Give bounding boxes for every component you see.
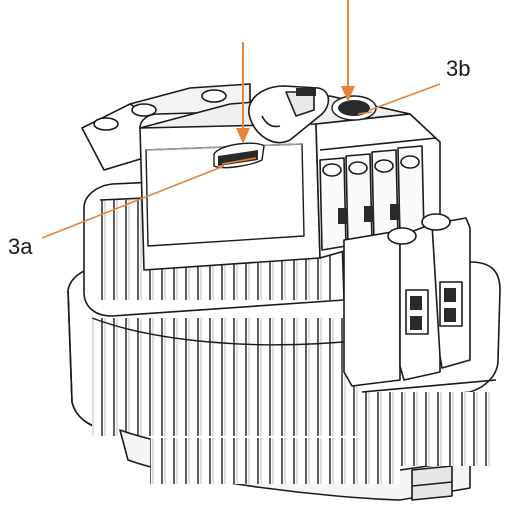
callout-label-3b: 3b [446,56,471,81]
leader-line-3b [369,83,441,111]
button-3b [331,95,377,121]
leader-line-3a [41,165,225,239]
front-terminal-blocks [343,213,471,387]
device-body [67,83,501,501]
arrow-down-icon [236,42,250,144]
terminal-block-row [319,145,425,251]
arrow-down-icon [341,0,355,102]
callout-label-3a: 3a [8,234,33,259]
